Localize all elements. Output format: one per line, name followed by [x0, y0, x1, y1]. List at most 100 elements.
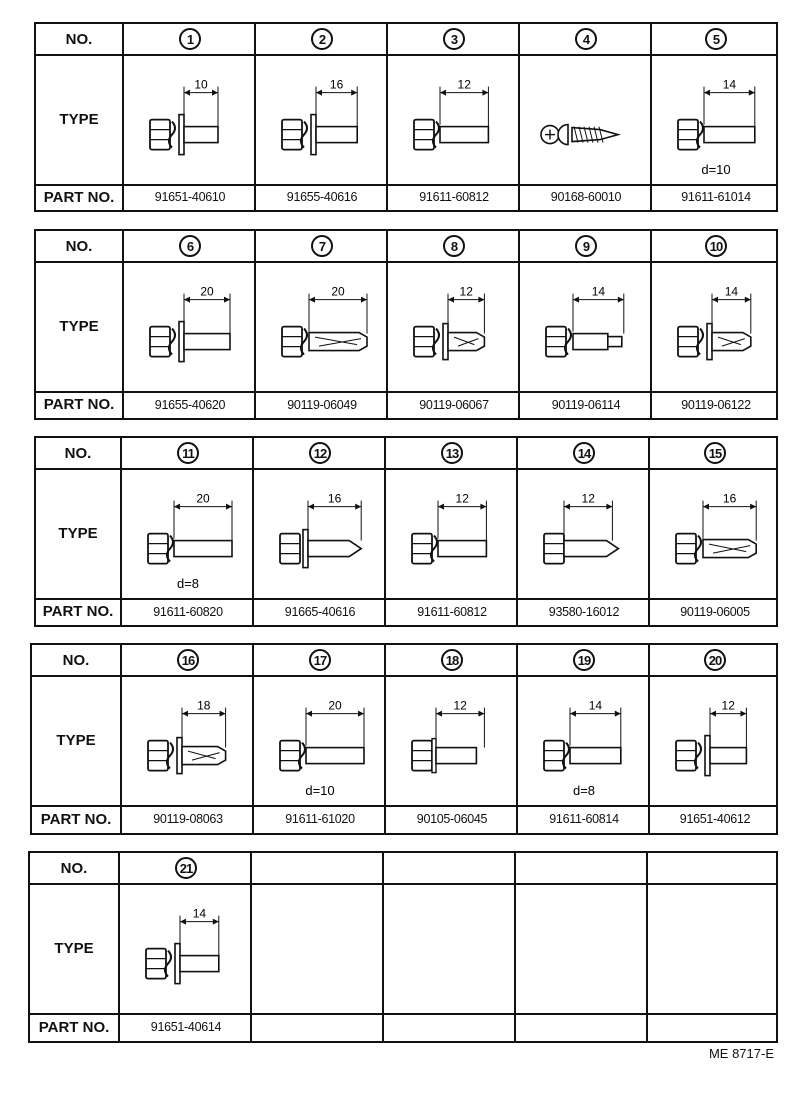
- part-number-circle: 17: [254, 645, 386, 675]
- part-number-circle: 10: [652, 231, 780, 261]
- part-number: 91651-40614: [150, 1020, 222, 1034]
- part-no-label: PART NO.: [42, 603, 114, 620]
- no-label: NO.: [65, 30, 93, 48]
- dimension-label: 12: [582, 492, 596, 506]
- dimension-label: 14: [725, 285, 739, 299]
- column-divider: [250, 853, 252, 1041]
- part-index: 4: [575, 28, 597, 50]
- dimension-label: 20: [331, 285, 345, 299]
- part-number: 93580-16012: [548, 604, 620, 619]
- part-index: 19: [573, 649, 595, 671]
- part-number: 90119-08063: [153, 812, 223, 826]
- part-number-circle: 15: [650, 438, 780, 468]
- part-number-circle: 2: [256, 24, 388, 54]
- part-index: 3: [443, 28, 465, 50]
- type-label: TYPE: [56, 731, 96, 749]
- document-code: ME 8717-E: [708, 1046, 774, 1061]
- type-label: TYPE: [54, 939, 94, 957]
- part-drawing: 12: [386, 675, 518, 805]
- column-divider: [384, 438, 386, 625]
- part-number: 90119-06122: [681, 397, 751, 412]
- part-number-circle: 7: [256, 231, 388, 261]
- part-number: 91651-40612: [679, 812, 751, 826]
- part-number-circle: 16: [122, 645, 254, 675]
- part-index: 17: [309, 649, 331, 671]
- part-number: 91651-40610: [154, 190, 226, 204]
- column-divider: [122, 231, 124, 418]
- part-number: 90119-06049: [287, 397, 357, 412]
- column-divider: [516, 645, 518, 833]
- part-number-circle: 3: [388, 24, 520, 54]
- part-number-circle: 19: [518, 645, 650, 675]
- dimension-label: 16: [723, 492, 737, 506]
- part-number: 91665-40616: [284, 604, 356, 619]
- part-drawing: 20 d=10: [254, 675, 386, 805]
- column-divider: [254, 231, 256, 418]
- bolt-drawing: 14: [677, 285, 752, 361]
- column-divider: [122, 24, 124, 210]
- part-number: 91611-60814: [549, 812, 619, 826]
- part-number-circle: 18: [386, 645, 518, 675]
- diameter-label: d=8: [573, 783, 595, 798]
- part-index: 13: [441, 442, 463, 464]
- column-divider: [650, 231, 652, 418]
- part-index: 2: [311, 28, 333, 50]
- bolt-drawing: 12: [413, 285, 486, 361]
- part-drawing: 20: [124, 261, 256, 391]
- column-divider: [646, 853, 648, 1041]
- bolt-drawing: 12: [543, 492, 620, 565]
- part-drawing: 16: [256, 54, 388, 184]
- diameter-label: d=10: [305, 783, 334, 798]
- part-number: 91611-61014: [681, 190, 751, 204]
- bolt-drawing: 18: [147, 699, 227, 775]
- part-number: 90105-06045: [416, 812, 488, 826]
- bolt-drawing: 12: [411, 492, 488, 565]
- diameter-label: d=10: [701, 162, 730, 177]
- column-divider: [120, 645, 122, 833]
- part-no-label: PART NO.: [43, 396, 115, 413]
- part-number: 90119-06067: [419, 397, 489, 412]
- bolt-drawing: 14: [545, 285, 625, 358]
- part-number-circle: 8: [388, 231, 520, 261]
- part-number-circle: 12: [254, 438, 386, 468]
- column-divider: [518, 231, 520, 418]
- row-divider: [30, 1013, 776, 1015]
- dimension-label: 12: [460, 285, 474, 299]
- type-label: TYPE: [59, 110, 99, 128]
- part-drawing: 12: [388, 261, 520, 391]
- part-index: 12: [309, 442, 331, 464]
- dimension-label: 12: [722, 699, 736, 713]
- part-number-circle: 13: [386, 438, 518, 468]
- column-divider: [252, 438, 254, 625]
- bolt-drawing: 20 d=10: [279, 699, 365, 798]
- part-drawing: [520, 54, 652, 184]
- part-number-circle: 21: [120, 853, 252, 883]
- column-divider: [384, 645, 386, 833]
- bolt-drawing: 14d=8: [543, 699, 622, 798]
- no-label: NO.: [60, 859, 88, 877]
- bolt-drawing: 12: [675, 699, 748, 777]
- part-drawing: 10: [124, 54, 256, 184]
- bolt-drawing: 16: [279, 492, 363, 569]
- part-index: 7: [311, 235, 333, 257]
- row-divider: [36, 184, 776, 186]
- part-number: 90168-60010: [550, 190, 622, 204]
- type-label: TYPE: [59, 317, 99, 335]
- part-number-circle: 20: [650, 645, 780, 675]
- row-divider: [36, 391, 776, 393]
- bolt-drawing: 10: [149, 78, 219, 156]
- dimension-label: 10: [194, 78, 208, 92]
- part-index: 5: [705, 28, 727, 50]
- part-index: 15: [704, 442, 726, 464]
- part-index: 20: [704, 649, 726, 671]
- part-index: 16: [177, 649, 199, 671]
- part-index: 10: [705, 235, 727, 257]
- dimension-label: 20: [328, 699, 342, 713]
- part-number: 91611-60820: [153, 604, 223, 619]
- column-divider: [514, 853, 516, 1041]
- part-number-circle: 9: [520, 231, 652, 261]
